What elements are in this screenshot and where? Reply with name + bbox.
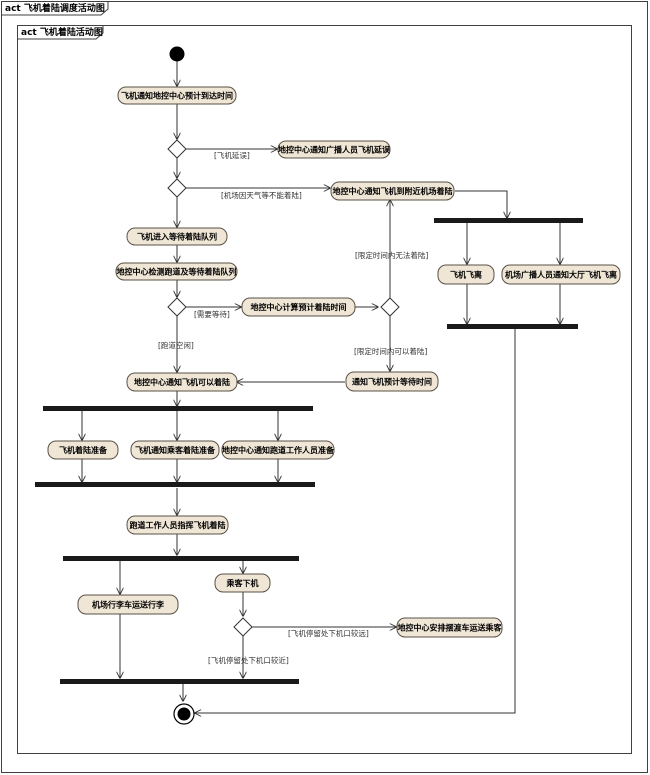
action-label: 地控中心通知跑道工作人员准备 (222, 445, 335, 455)
action-label: 通知飞机预计等待时间 (352, 377, 432, 387)
guard-label: [跑道空闲] (158, 340, 194, 350)
guard-label: [飞机停留处下机口较远] (288, 628, 369, 638)
action-node: 机场广播人员通知大厅飞机飞离 (501, 264, 621, 285)
action-node: 地控中心计算预计着陆时间 (241, 297, 356, 317)
action-node: 通知飞机预计等待时间 (345, 371, 439, 392)
action-node: 地控中心通知飞机到附近机场着陆 (330, 181, 455, 201)
action-label: 飞机进入等待着陆队列 (137, 232, 217, 242)
decision-node (380, 297, 400, 317)
initial-node (169, 46, 185, 62)
action-node: 地控中心通知广播人员飞机延误 (277, 140, 391, 159)
edge (195, 329, 516, 713)
action-node: 地控中心通知飞机可以着陆 (126, 372, 238, 392)
fork-bar (434, 218, 583, 223)
action-node: 地控中心检测跑道及等待着陆队列 (115, 262, 238, 281)
action-label: 跑道工作人员指挥飞机着陆 (130, 520, 226, 530)
action-label: 飞机通知地控中心预计到达时间 (121, 91, 233, 101)
inner-frame-title: act 飞机着陆活动图 (21, 26, 103, 38)
join-bar (35, 482, 315, 487)
guard-label: [限定时间内无法着陆] (355, 250, 428, 260)
decision-node (167, 178, 187, 198)
guard-label: [飞机停留处下机口较近] (208, 655, 289, 665)
action-label: 地控中心计算预计着陆时间 (251, 302, 347, 312)
join-bar (60, 679, 299, 684)
action-node: 地控中心通知跑道工作人员准备 (221, 440, 335, 460)
action-label: 地控中心安排摆渡车运送乘客 (398, 623, 503, 633)
action-node: 飞机通知地控中心预计到达时间 (117, 86, 237, 105)
outer-frame-title: act 飞机着陆调度活动图 (5, 2, 105, 14)
inner-frame-tab (17, 25, 104, 40)
edge (455, 190, 507, 218)
action-node: 乘客下机 (214, 573, 271, 593)
join-bar (447, 324, 578, 329)
action-node: 飞机飞离 (437, 264, 495, 285)
inner-frame (17, 25, 632, 754)
action-node: 跑道工作人员指挥飞机着陆 (126, 515, 229, 535)
action-label: 乘客下机 (226, 578, 259, 588)
action-node: 机场行李车运送行李 (77, 594, 179, 615)
fork-bar (43, 406, 313, 411)
action-label: 飞机通知乘客着陆准备 (135, 445, 216, 455)
outer-frame-tab (1, 1, 109, 16)
action-node: 飞机通知乘客着陆准备 (130, 440, 220, 460)
action-label: 飞机飞离 (450, 270, 482, 280)
action-node: 地控中心安排摆渡车运送乘客 (396, 617, 503, 638)
guard-label: [限定时间内可以着陆] (354, 346, 427, 356)
decision-node (233, 617, 253, 637)
action-label: 地控中心通知飞机到附近机场着陆 (333, 186, 453, 196)
action-label: 飞机着陆准备 (59, 445, 108, 455)
decision-node (167, 297, 187, 317)
decision-node (167, 139, 187, 159)
guard-label: [飞机延误] (214, 150, 250, 160)
action-node: 飞机着陆准备 (47, 440, 119, 460)
action-label: 地控中心通知飞机可以着陆 (134, 377, 230, 387)
action-label: 地控中心检测跑道及等待着陆队列 (117, 267, 237, 277)
guard-label: [机场因天气等不能着陆] (221, 190, 302, 200)
guard-label: [需要等待] (194, 309, 230, 319)
action-node: 飞机进入等待着陆队列 (126, 227, 228, 246)
final-node-core (177, 707, 191, 721)
action-label: 机场广播人员通知大厅飞机飞离 (505, 270, 617, 280)
fork-bar (63, 556, 299, 561)
action-label: 机场行李车运送行李 (92, 600, 165, 610)
action-label: 地控中心通知广播人员飞机延误 (278, 145, 391, 155)
